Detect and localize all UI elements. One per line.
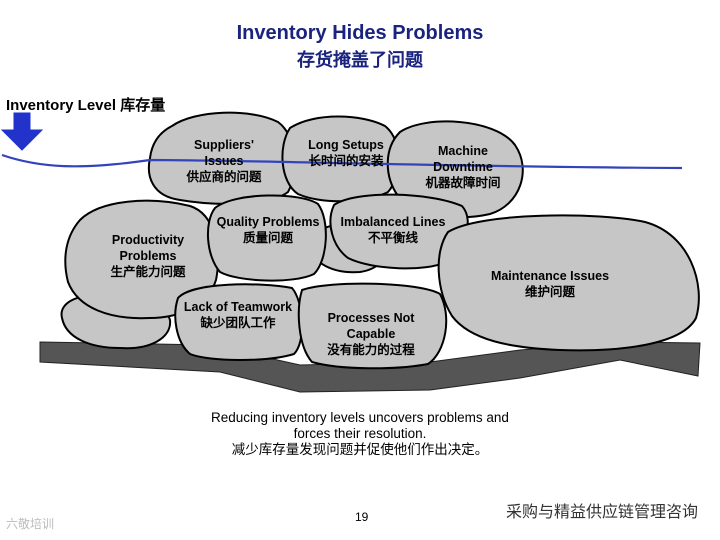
rock-maintenance: [437, 214, 700, 352]
down-arrow-icon: [0, 112, 44, 151]
caption: Reducing inventory levels uncovers probl…: [140, 410, 580, 458]
rock-machine-downtime: [386, 120, 524, 219]
machine-downtime-label: Machine Downtime 机器故障时间: [425, 144, 501, 190]
rock-long-setups: [281, 115, 400, 203]
watermark-left: 六敬培训: [6, 517, 55, 531]
caption-line-3: 减少库存量发现问题并促使他们作出决定。: [231, 442, 489, 457]
imbalanced-lines-label: Imbalanced Lines 不平衡线: [340, 215, 446, 245]
rock-processes: [297, 282, 448, 370]
rock-quality: [206, 194, 327, 282]
watermark-right: 采购与精益供应链管理咨询: [505, 504, 698, 521]
caption-line-1: Reducing inventory levels uncovers probl…: [211, 410, 509, 425]
inventory-level-label: Inventory Level 库存量: [6, 97, 166, 114]
title-english: Inventory Hides Problems: [236, 22, 484, 44]
quality-problems-label: Quality Problems 质量问题: [216, 215, 320, 245]
teamwork-label: Lack of Teamwork 缺少团队工作: [183, 300, 293, 330]
maintenance-label: Maintenance Issues 维护问题: [490, 269, 610, 299]
productivity-label: Productivity Problems 生产能力问题: [110, 233, 186, 279]
long-setups-label: Long Setups 长时间的安装: [308, 138, 384, 168]
suppliers-label: Suppliers' Issues 供应商的问题: [186, 138, 262, 184]
inventory-level-line: [1, 153, 683, 170]
rock-teamwork: [174, 283, 304, 361]
title-chinese: 存货掩盖了问题: [297, 50, 423, 70]
caption-line-2: forces their resolution.: [293, 426, 427, 441]
page-number: 19: [355, 510, 369, 524]
processes-label: Processes Not Capable 没有能力的过程: [327, 311, 415, 357]
